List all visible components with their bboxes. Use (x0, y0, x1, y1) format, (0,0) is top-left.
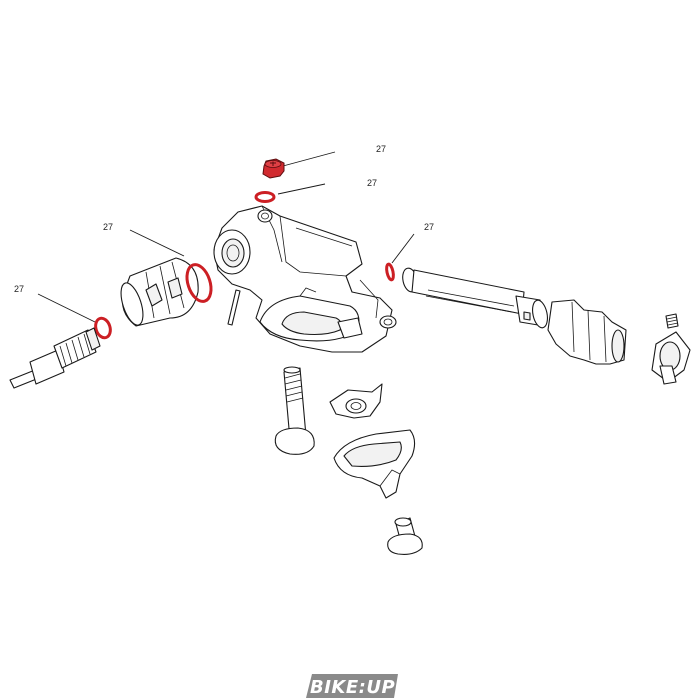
set-screw (665, 313, 679, 329)
reservoir-cap (120, 257, 199, 327)
clamp-bolt (274, 366, 315, 455)
callout-label-2: 27 (367, 178, 377, 188)
leader-line-2 (277, 183, 326, 195)
oring-left (94, 316, 112, 340)
clamp-nut (329, 383, 383, 419)
watermark-logo: BIKE:UP (306, 674, 398, 698)
leader-line-1 (282, 151, 336, 167)
leader-line-5 (37, 293, 96, 323)
callout-label-3: 27 (103, 222, 113, 232)
lever-body (213, 205, 397, 353)
callout-label-1: 27 (376, 144, 386, 154)
watermark-text: BIKE:UP (310, 677, 395, 698)
bottom-fastener (387, 517, 423, 555)
small-pin (227, 289, 241, 326)
leader-line-3 (129, 229, 185, 257)
leader-line-4 (391, 233, 415, 264)
bleed-screw (262, 158, 285, 179)
callout-label-5: 27 (14, 284, 24, 294)
lever-blade (333, 429, 416, 499)
hose-fitting (9, 327, 101, 389)
piston-assembly (402, 267, 548, 329)
small-oring-top (254, 191, 276, 203)
rubber-boot (547, 299, 627, 365)
end-cap (651, 331, 691, 385)
leader-lines (37, 151, 415, 323)
large-oring (185, 263, 213, 303)
callout-label-4: 27 (424, 222, 434, 232)
piston-oring (385, 262, 395, 282)
